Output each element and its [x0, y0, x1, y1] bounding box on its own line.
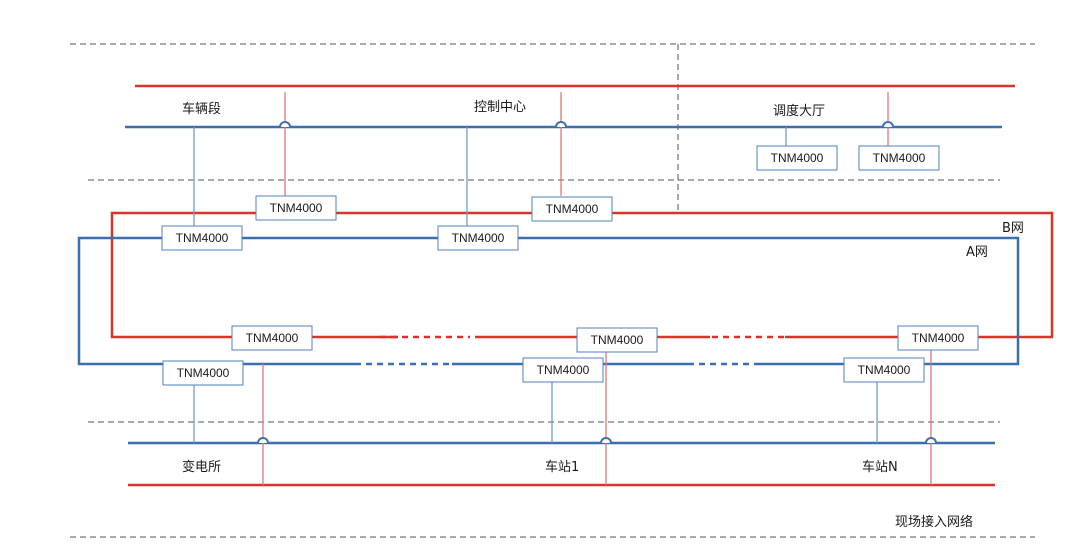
- device-control-red: TNM4000: [531, 196, 613, 222]
- device-box: [255, 195, 337, 221]
- device-station1-blue: TNM4000: [522, 357, 604, 383]
- device-label: TNM4000: [177, 366, 230, 380]
- zone-label-station-1: 车站1: [545, 459, 579, 475]
- network-label-b: B网: [1002, 221, 1024, 236]
- device-label: TNM4000: [546, 202, 599, 216]
- device-label: TNM4000: [452, 231, 505, 245]
- crossover-marker: [882, 121, 894, 128]
- zone-label-depot: 车辆段: [182, 101, 221, 117]
- device-stationn-blue: TNM4000: [843, 357, 925, 383]
- device-ring-red-right: TNM4000: [897, 325, 979, 351]
- a-ring-main: [77, 236, 1020, 366]
- crossover-marker: [925, 437, 937, 444]
- device-label: TNM4000: [912, 331, 965, 345]
- crossover-marker: [279, 121, 291, 128]
- zone-label-field-access-network: 现场接入网络: [895, 514, 973, 530]
- crossover-marker: [257, 437, 269, 444]
- device-substation-blue: TNM4000: [162, 360, 244, 386]
- device-box: [843, 357, 925, 383]
- device-control-blue: TNM4000: [437, 225, 519, 251]
- crossover-marker: [555, 121, 567, 128]
- device-label: TNM4000: [873, 151, 926, 165]
- device-box: [437, 225, 519, 251]
- device-ring-red-left: TNM4000: [231, 325, 313, 351]
- crossover-marker: [600, 437, 612, 444]
- device-label: TNM4000: [858, 363, 911, 377]
- network-label-a: A网: [966, 245, 988, 260]
- device-label: TNM4000: [537, 363, 590, 377]
- zone-label-dispatch-hall: 调度大厅: [773, 103, 825, 119]
- device-box: [531, 196, 613, 222]
- device-label: TNM4000: [771, 151, 824, 165]
- device-label: TNM4000: [591, 333, 644, 347]
- device-box: [897, 325, 979, 351]
- device-label: TNM4000: [270, 201, 323, 215]
- zone-label-substation: 变电所: [182, 459, 221, 475]
- b-ring-main: [110, 211, 1054, 339]
- device-box: [756, 145, 838, 171]
- device-label: TNM4000: [246, 331, 299, 345]
- device-box: [231, 325, 313, 351]
- zone-label-station-n: 车站N: [862, 459, 898, 475]
- device-dispatch-1: TNM4000: [756, 145, 838, 171]
- zone-label-control-center: 控制中心: [474, 100, 526, 115]
- device-label: TNM4000: [176, 231, 229, 245]
- device-box: [858, 145, 940, 171]
- device-depot-red: TNM4000: [255, 195, 337, 221]
- device-box: [162, 360, 244, 386]
- device-dispatch-2: TNM4000: [858, 145, 940, 171]
- device-ring-red-mid: TNM4000: [576, 327, 658, 353]
- a-network-ring: [77, 236, 1020, 366]
- device-box: [161, 225, 243, 251]
- device-box: [522, 357, 604, 383]
- b-network-ring: [110, 211, 1054, 339]
- device-box: [576, 327, 658, 353]
- device-depot-blue: TNM4000: [161, 225, 243, 251]
- crossover-markers: [257, 121, 937, 444]
